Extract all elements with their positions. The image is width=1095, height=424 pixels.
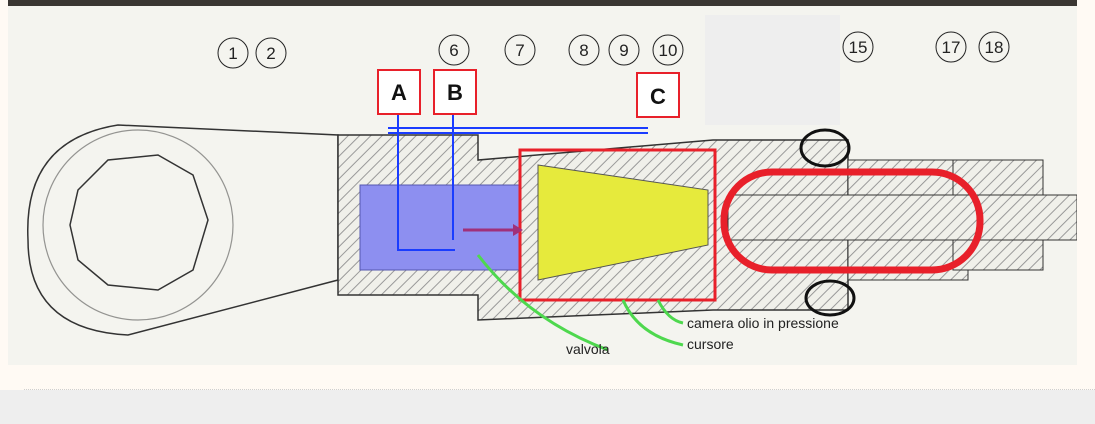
part-8: 8 xyxy=(579,41,588,60)
annotation-oil-chamber: camera olio in pressione xyxy=(687,315,839,331)
label-b: B xyxy=(447,80,463,105)
part-9: 9 xyxy=(619,41,628,60)
annotation-cursor: cursore xyxy=(687,336,734,352)
label-a: A xyxy=(391,80,407,105)
annotation-valve: valvola xyxy=(566,341,610,357)
part-10: 10 xyxy=(659,41,678,60)
part-2: 2 xyxy=(266,44,275,63)
divider xyxy=(24,389,1095,390)
part-17: 17 xyxy=(942,38,961,57)
label-c: C xyxy=(650,84,666,109)
technical-drawing: 1 2 6 7 8 9 10 15 17 18 A B C camera oli… xyxy=(8,0,1077,365)
part-1: 1 xyxy=(228,44,237,63)
part-6: 6 xyxy=(449,41,458,60)
part-7: 7 xyxy=(515,41,524,60)
part-18: 18 xyxy=(985,38,1004,57)
footer-area xyxy=(0,390,1095,424)
part-15: 15 xyxy=(849,38,868,57)
part-number-callouts: 1 2 6 7 8 9 10 15 17 18 xyxy=(217,31,1010,69)
